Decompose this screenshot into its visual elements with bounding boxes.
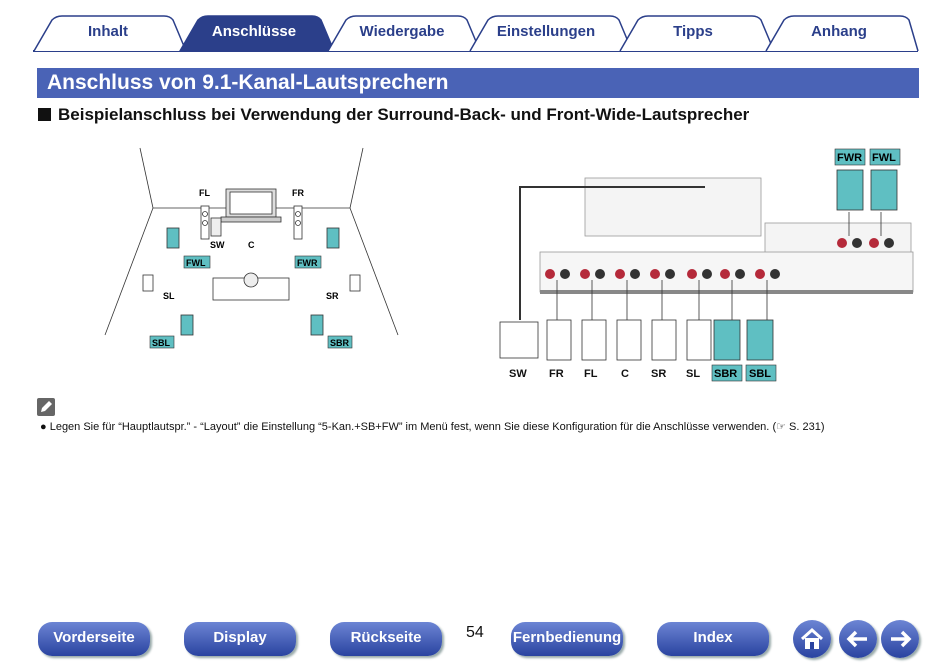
vorderseite-button[interactable]: Vorderseite [38,622,150,656]
fwr-tag [294,255,322,269]
home-button[interactable] [793,620,831,658]
index-button[interactable]: Index [657,622,769,656]
speaker-connection-diagram: FL FR SW C FWL FWR SL SR SBL SBR [104,147,914,382]
tab-tipps[interactable]: Tipps [673,23,713,40]
label-sr: SR [326,291,339,301]
note-text: Legen Sie für “Hauptlautspr.” - “Layout”… [49,421,770,433]
wire-label-sr: SR [651,368,666,380]
label-c: C [248,240,255,250]
tab-anschluesse[interactable]: Anschlüsse [211,23,297,40]
wire-label-sbl: SBL [749,368,771,380]
label-fl: FL [199,188,210,198]
tab-wiedergabe[interactable]: Wiedergabe [359,23,445,40]
label-sl: SL [163,291,175,301]
tab-bar-frame [33,15,919,52]
page-ref-icon: (☞ [772,421,790,433]
page-title: Anschluss von 9.1-Kanal-Lautsprechern [47,71,449,94]
label-sbr: SBR [330,338,350,348]
wire-label-sl: SL [686,368,700,380]
pencil-icon [37,398,55,416]
wire-label-fl: FL [584,368,598,380]
note-bullet: ● [40,421,50,433]
tab-einstellungen[interactable]: Einstellungen [496,23,596,40]
wire-tag-fwr [834,148,866,166]
wiring-bottom-labels: SW FR FL C SR SL [509,368,700,380]
subheading: Beispielanschluss bei Verwendung der Sur… [38,104,749,126]
note: ● Legen Sie für “Hauptlautspr.” - “Layou… [40,421,825,433]
label-fr: FR [292,188,304,198]
room-layout [104,147,399,336]
wire-tag-sbl [745,364,777,382]
section-header: Anschluss von 9.1-Kanal-Lautsprechern [37,68,919,98]
sbr-tag [327,335,353,349]
wire-tag-fwl [869,148,901,166]
arrow-left-icon [846,630,867,648]
subheading-text: Beispielanschluss bei Verwendung der Sur… [58,105,750,124]
tab-anhang[interactable]: Anhang [811,23,867,40]
home-icon [800,627,824,649]
wire-label-fwl: FWL [872,152,896,164]
wiring-diagram [499,169,914,361]
label-fwl: FWL [186,258,206,268]
wire-label-c: C [621,368,629,380]
wire-tag-sbr [711,364,743,382]
tab-bar: Inhalt Anschlüsse Wiedergabe Einstellung… [0,0,950,56]
display-button[interactable]: Display [184,622,296,656]
arrow-right-icon [891,630,912,648]
tab-inhalt[interactable]: Inhalt [88,23,128,40]
forward-button[interactable] [881,620,919,658]
wire-label-fr: FR [549,368,564,380]
back-button[interactable] [839,620,877,658]
sbl-tag [149,335,175,349]
page-number: 54 [466,624,484,641]
note-page-ref[interactable]: S. 231 [789,421,821,433]
label-sbl: SBL [152,338,171,348]
label-fwr: FWR [297,258,318,268]
label-sw: SW [210,240,225,250]
square-bullet-icon [38,108,51,121]
wire-label-fwr: FWR [837,152,862,164]
rueckseite-button[interactable]: Rückseite [330,622,442,656]
wire-label-sbr: SBR [714,368,737,380]
wire-label-sw: SW [509,368,527,380]
fernbedienung-button[interactable]: Fernbedienung [511,622,623,656]
fwl-tag [183,255,211,269]
